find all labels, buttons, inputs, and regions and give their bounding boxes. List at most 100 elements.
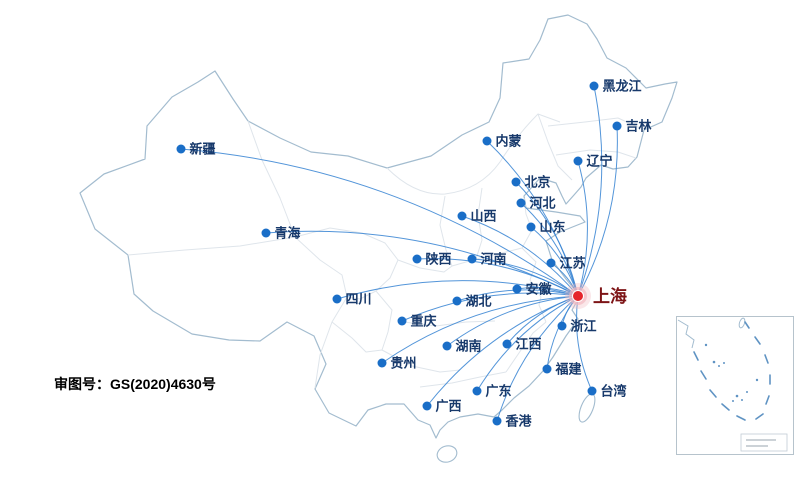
hub-marker <box>572 290 584 302</box>
province-label: 山东 <box>540 220 566 235</box>
islet <box>746 391 748 393</box>
province-label: 新疆 <box>190 142 216 157</box>
dash-segment <box>709 389 717 398</box>
province-marker <box>332 294 342 304</box>
province-label: 内蒙 <box>496 134 522 149</box>
province-label: 浙江 <box>571 319 597 334</box>
inset-scale-legend <box>740 433 788 452</box>
province-label: 江苏 <box>560 256 586 271</box>
nine-dash-line <box>693 321 771 421</box>
province-marker <box>511 177 521 187</box>
islet <box>735 394 739 398</box>
province-marker <box>397 316 407 326</box>
province-label: 湖北 <box>466 294 492 309</box>
province-label: 吉林 <box>626 119 652 134</box>
inset-islands <box>704 343 759 402</box>
province-marker <box>573 156 583 166</box>
dash-segment <box>754 336 761 345</box>
province-label: 四川 <box>346 292 372 307</box>
province-label: 福建 <box>555 362 582 377</box>
hub-label: 上海 <box>593 286 627 306</box>
flow-line <box>446 295 579 347</box>
province-marker <box>589 81 599 91</box>
province-marker <box>526 222 536 232</box>
province-marker <box>412 254 422 264</box>
flow-line <box>577 160 588 297</box>
province-label: 河南 <box>481 252 507 267</box>
islet <box>704 343 708 347</box>
province-marker <box>467 254 477 264</box>
province-label: 贵州 <box>391 356 417 371</box>
inset-taiwan <box>738 317 746 329</box>
dash-segment <box>700 370 707 380</box>
islet <box>741 399 743 401</box>
dash-segment <box>755 413 764 420</box>
province-label: 湖南 <box>456 339 482 354</box>
province-marker <box>472 386 482 396</box>
province-label: 陕西 <box>426 252 452 267</box>
taiwan-island <box>578 393 596 423</box>
dash-segment <box>765 395 770 405</box>
province-marker <box>442 341 452 351</box>
islet <box>732 400 734 402</box>
province-label: 香港 <box>505 414 533 429</box>
dash-segment <box>744 321 750 329</box>
province-marker <box>557 321 567 331</box>
hub-layer: 上海 <box>565 283 627 309</box>
province-label: 辽宁 <box>587 154 613 169</box>
islet <box>723 362 725 364</box>
flow-line <box>401 292 579 322</box>
province-label: 台湾 <box>601 384 627 399</box>
province-label: 河北 <box>530 196 556 211</box>
province-marker <box>612 121 622 131</box>
flow-line <box>426 295 579 407</box>
province-marker <box>452 296 462 306</box>
province-marker <box>542 364 552 374</box>
flow-line <box>416 258 579 297</box>
dash-segment <box>721 403 730 411</box>
province-marker <box>422 401 432 411</box>
flow-line <box>520 202 579 297</box>
dash-segment <box>693 351 699 361</box>
flow-line <box>496 295 579 422</box>
flow-line <box>486 140 579 297</box>
flow-line <box>336 280 579 300</box>
province-marker <box>261 228 271 238</box>
province-label: 安徽 <box>526 282 553 297</box>
dash-segment <box>764 354 769 364</box>
province-marker <box>457 211 467 221</box>
islet <box>755 378 759 382</box>
province-marker <box>516 198 526 208</box>
flow-line <box>180 148 579 297</box>
province-label: 山西 <box>471 209 497 224</box>
flow-line <box>576 295 593 392</box>
province-label: 黑龙江 <box>603 79 642 94</box>
flow-line <box>577 125 618 297</box>
province-marker <box>377 358 387 368</box>
province-label: 北京 <box>525 175 551 190</box>
flow-line <box>461 215 579 297</box>
province-marker <box>512 284 522 294</box>
province-marker <box>587 386 597 396</box>
province-marker <box>502 339 512 349</box>
flow-line <box>476 295 579 392</box>
south-china-sea-inset <box>676 316 794 455</box>
hainan-island <box>436 445 458 463</box>
province-label: 江西 <box>516 337 542 352</box>
islet <box>712 360 716 364</box>
china-outline-layer <box>79 14 678 463</box>
province-marker <box>492 416 502 426</box>
province-label: 广东 <box>486 384 512 399</box>
map-approval-number: 审图号：GS(2020)4630号 <box>54 376 216 392</box>
flow-line <box>515 181 579 297</box>
legend-frame <box>740 433 788 452</box>
inset-frame <box>676 316 794 455</box>
dash-segment <box>736 415 746 421</box>
province-label: 广西 <box>436 399 462 414</box>
islet <box>718 365 720 367</box>
markers-layer: 黑龙江吉林辽宁内蒙新疆北京河北山西山东青海陕西河南江苏安徽四川湖北重庆浙江湖南江… <box>176 79 652 429</box>
province-label: 重庆 <box>411 314 437 329</box>
china-border <box>79 14 678 439</box>
